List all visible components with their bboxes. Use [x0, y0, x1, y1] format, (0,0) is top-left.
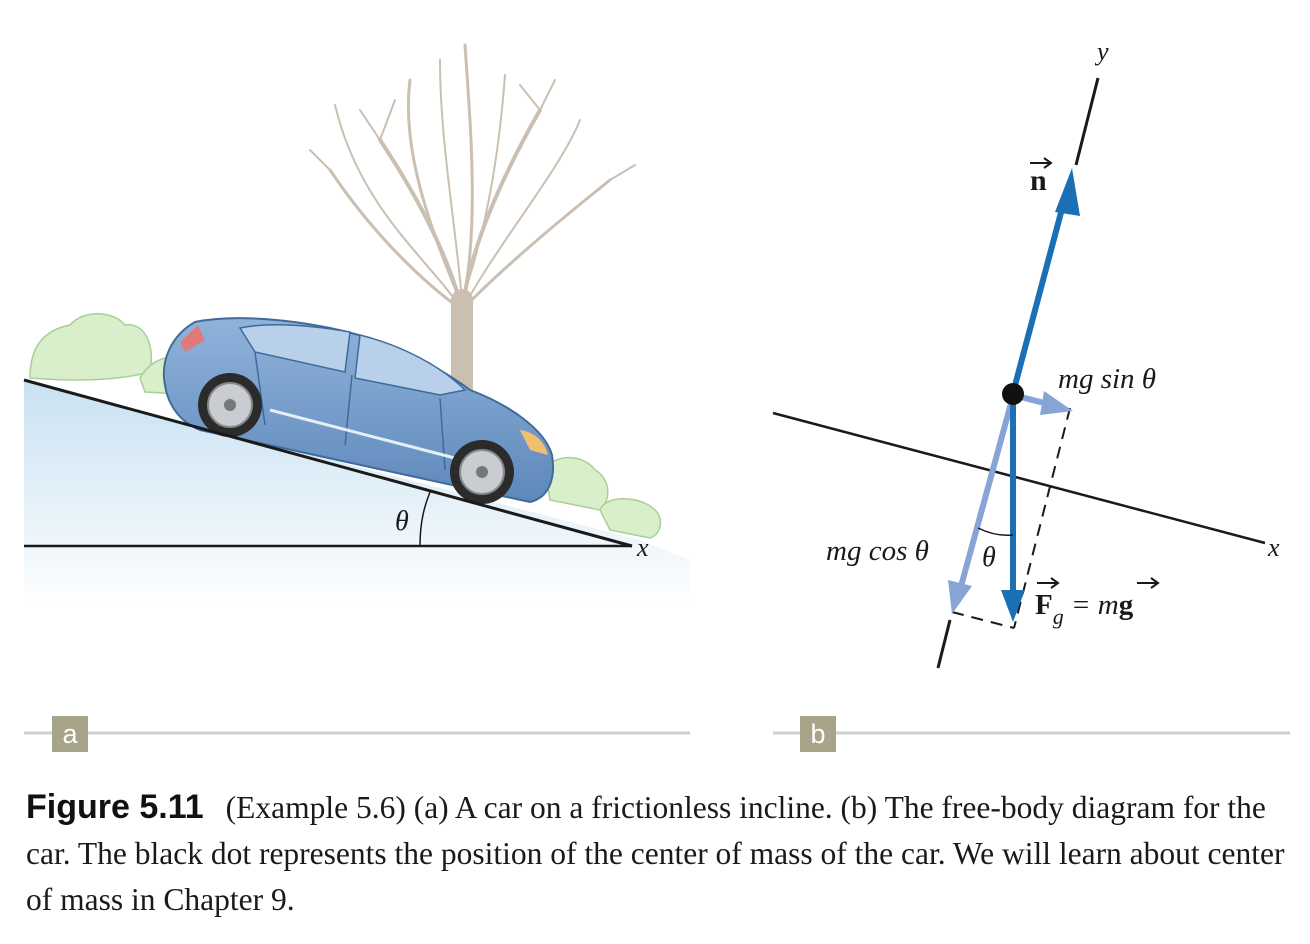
figure-caption: Figure 5.11(Example 5.6) (a) A car on a … [26, 784, 1286, 923]
panel-b-tab-label: b [810, 719, 825, 749]
panel-b-free-body-diagram: x y n mg sin θ mg cos θ θ Fg [772, 37, 1280, 669]
angle-arc-b [977, 527, 1014, 536]
y-axis-b-lower [936, 619, 952, 669]
figure-number: Figure 5.11 [26, 788, 204, 826]
dashed-component-line-2 [951, 611, 1015, 629]
tree [309, 43, 636, 406]
normal-force-arrow-shaft [1010, 189, 1070, 394]
incline-surface [23, 378, 633, 548]
car [162, 317, 554, 504]
mg-cos-label: mg cos θ [826, 535, 929, 567]
svg-text:n: n [1030, 164, 1047, 197]
y-axis-b-upper [1074, 77, 1100, 166]
mg-sin-arrow-head [1040, 391, 1073, 415]
normal-force-arrow-head [1055, 168, 1080, 216]
svg-text:Fg = mg: Fg = mg [1035, 589, 1134, 629]
panel-a-illustration: θ x [23, 43, 690, 610]
gravity-arrow-head [1001, 590, 1025, 622]
car-front-wheel [450, 440, 514, 504]
car-rear-wheel [198, 373, 262, 437]
gravity-force-label: Fg = mg [1035, 577, 1160, 629]
angle-arc-a [419, 491, 431, 547]
y-axis-label-b: y [1094, 37, 1109, 66]
panel-b-divider: b [773, 716, 1290, 752]
caption-text: (Example 5.6) (a) A car on a frictionles… [26, 790, 1285, 917]
mg-sin-label: mg sin θ [1058, 363, 1156, 395]
angle-label-a: θ [395, 506, 409, 537]
panel-a-tab-label: a [62, 719, 78, 749]
panel-a-divider: a [24, 716, 690, 752]
incline-ground [24, 380, 690, 610]
x-axis-label-a: x [636, 533, 649, 562]
center-of-mass-dot [1002, 383, 1024, 405]
x-axis-b [772, 411, 1266, 545]
mg-cos-arrow-head [948, 580, 972, 614]
normal-force-label: n [1030, 157, 1053, 197]
mg-cos-arrow-shaft [957, 395, 1016, 591]
angle-label-b: θ [982, 542, 996, 573]
x-axis-label-b: x [1267, 533, 1280, 562]
